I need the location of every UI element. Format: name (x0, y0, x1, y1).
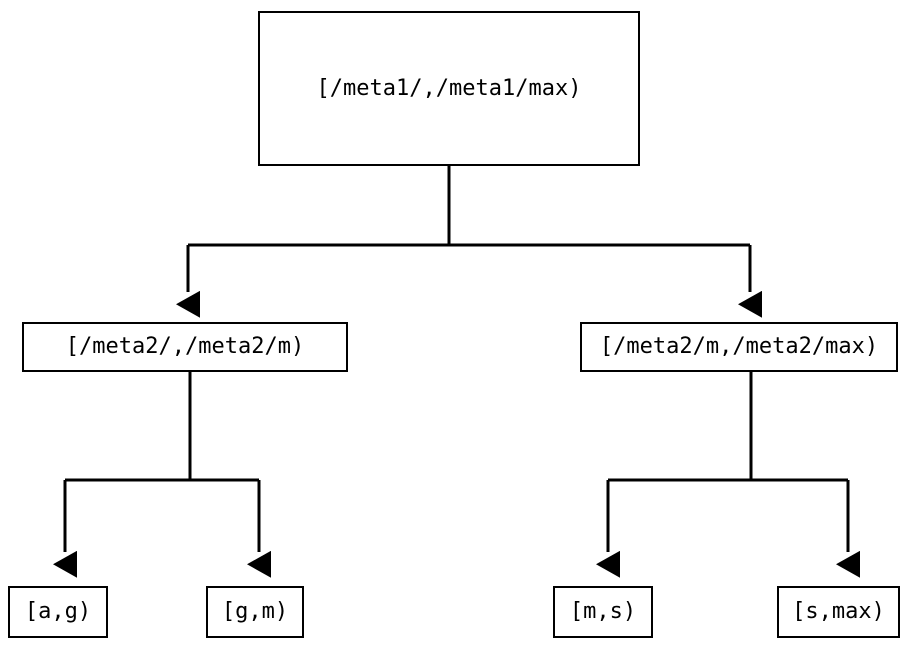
node-leaf-4-label: [s,max) (792, 599, 885, 624)
node-mid-right[interactable]: [/meta2/m,/meta2/max) (580, 322, 898, 372)
edge-midright-to-children (596, 372, 860, 578)
node-leaf-1-label: [a,g) (24, 599, 92, 624)
node-root-label: [/meta1/,/meta1/max) (316, 75, 582, 101)
edge-root-to-children (176, 166, 762, 318)
edge-midleft-to-children (53, 372, 271, 578)
node-leaf-2[interactable]: [g,m) (206, 586, 304, 638)
node-mid-left[interactable]: [/meta2/,/meta2/m) (22, 322, 348, 372)
node-root[interactable]: [/meta1/,/meta1/max) (258, 11, 640, 166)
node-leaf-3-label: [m,s) (569, 599, 637, 624)
node-leaf-1[interactable]: [a,g) (8, 586, 108, 638)
node-leaf-2-label: [g,m) (221, 599, 289, 624)
node-leaf-3[interactable]: [m,s) (553, 586, 653, 638)
node-mid-right-label: [/meta2/m,/meta2/max) (599, 334, 879, 359)
node-mid-left-label: [/meta2/,/meta2/m) (65, 334, 305, 359)
node-leaf-4[interactable]: [s,max) (777, 586, 900, 638)
